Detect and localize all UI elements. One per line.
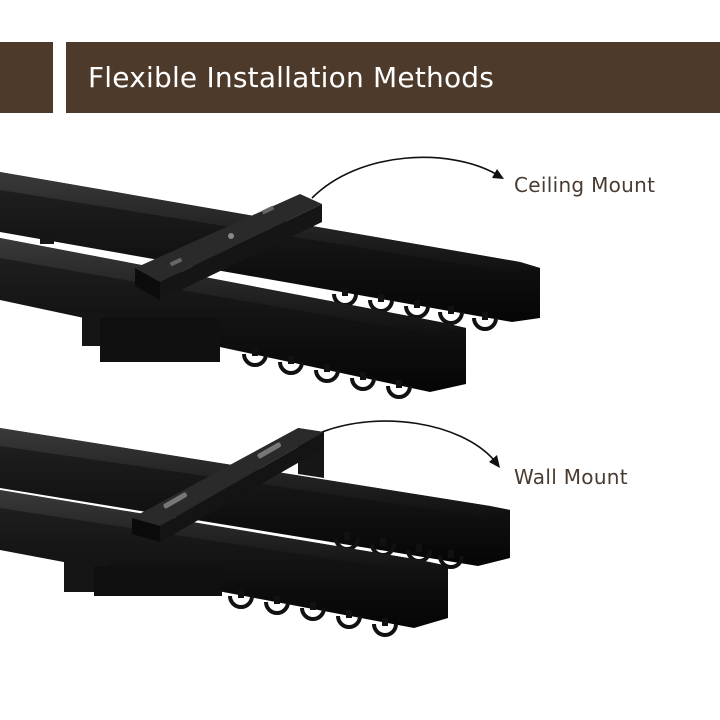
ceiling-bracket	[135, 194, 322, 300]
header-banner: Flexible Installation Methods	[66, 42, 720, 113]
page-title: Flexible Installation Methods	[88, 61, 495, 94]
ceiling-mount-track	[0, 172, 540, 399]
wall-bracket	[132, 428, 324, 542]
wall-mount-label: Wall Mount	[514, 465, 628, 489]
ceiling-callout-arrow	[311, 156, 504, 199]
ceiling-mount-label: Ceiling Mount	[514, 173, 656, 197]
wall-mount-track	[0, 428, 510, 637]
wall-callout-arrow	[321, 420, 500, 468]
banner-accent-block	[0, 42, 53, 113]
